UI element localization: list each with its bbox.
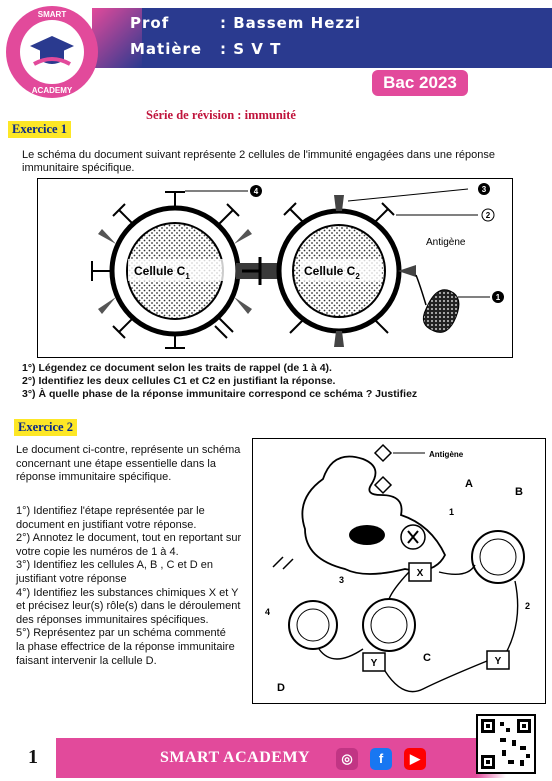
substance-x: X bbox=[417, 568, 424, 579]
logo-inner bbox=[20, 20, 84, 84]
ex2-q2-a: 2°) Annotez le document, tout en reporta… bbox=[16, 532, 242, 545]
ex2-q4-b: et précisez leur(s) rôle(s) dans le déro… bbox=[16, 600, 241, 613]
ex2-intro-line-3: réponse immunitaire spécifique. bbox=[16, 471, 172, 483]
youtube-icon[interactable]: ▶ bbox=[404, 748, 426, 770]
ex2-q5-b: la phase effectrice de la réponse immuni… bbox=[16, 640, 235, 653]
ex2-intro-line-1: Le document ci-contre, représente un sch… bbox=[16, 444, 241, 456]
antigen-blob bbox=[415, 274, 460, 333]
callout-1: 1 bbox=[496, 293, 501, 302]
antigen-markers bbox=[272, 443, 393, 570]
exercice-2-label: Exercice 2 bbox=[14, 419, 77, 436]
ex2-q2-b: votre copie les numéros de 1 à 4. bbox=[16, 545, 179, 558]
cell1-label: Cellule C bbox=[134, 264, 186, 278]
page-number: 1 bbox=[28, 746, 38, 768]
antigene-label: Antigène bbox=[426, 237, 466, 248]
logo-text-top: SMART bbox=[37, 10, 67, 19]
substance-y1: Y bbox=[371, 658, 378, 669]
graduation-cap-icon bbox=[30, 36, 74, 66]
exercice-2-figure: Antigène X Y Y bbox=[252, 438, 546, 704]
footer-brand: SMART ACADEMY bbox=[160, 749, 311, 766]
cell-c1: Cellule C1 bbox=[91, 191, 252, 349]
bac-badge: Bac 2023 bbox=[372, 70, 468, 96]
exercice-2-intro: Le document ci-contre, représente un sch… bbox=[16, 444, 250, 485]
ex1-question-1: 1°) Légendez ce document selon les trait… bbox=[22, 362, 332, 374]
ex2-q4-c: des réponses immunitaires spécifiques. bbox=[16, 613, 209, 626]
qr-code-icon[interactable] bbox=[476, 714, 536, 774]
ex2-q5-a: 5°) Représentez par un schéma commenté bbox=[16, 627, 226, 640]
cell-a bbox=[301, 455, 446, 575]
prof-line: Prof : Bassem Hezzi bbox=[130, 14, 361, 32]
cell2-label: Cellule C bbox=[304, 264, 356, 278]
page-header: Prof : Bassem Hezzi Matière : S V T SMART … bbox=[0, 0, 552, 98]
label-c: C bbox=[423, 652, 431, 664]
ex1-question-3: 3°) À quelle phase de la réponse immunit… bbox=[22, 388, 418, 400]
cell1-sub: 1 bbox=[185, 272, 190, 281]
prof-value: : Bassem Hezzi bbox=[220, 14, 361, 32]
exercice-1-intro: Le schéma du document suivant représente… bbox=[22, 149, 495, 174]
facebook-icon[interactable]: f bbox=[370, 748, 392, 770]
header-band bbox=[92, 8, 552, 68]
qr-pattern bbox=[481, 719, 531, 769]
prof-key: Prof bbox=[130, 14, 170, 32]
callout-1-ex2: 1 bbox=[449, 507, 454, 517]
academy-logo: SMART ACADEMY bbox=[6, 6, 98, 98]
callout-2-ex2: 2 bbox=[525, 601, 530, 611]
serie-title: Série de révision : immunité bbox=[146, 108, 296, 122]
cell-d bbox=[288, 600, 338, 650]
matiere-key: Matière bbox=[130, 40, 203, 58]
cell-c bbox=[362, 598, 416, 652]
instagram-icon[interactable]: ◎ bbox=[336, 748, 358, 770]
substance-y2: Y bbox=[495, 656, 502, 667]
immune-response-diagram: Antigène X Y Y bbox=[265, 443, 530, 694]
antigene-label-2: Antigène bbox=[429, 450, 464, 459]
ex2-intro-line-2: concernant une étape essentielle dans la bbox=[16, 457, 216, 470]
ex2-q4-a: 4°) Identifiez les substances chimiques … bbox=[16, 586, 239, 599]
ex2-q5-c: faisant intervenir la cellule D. bbox=[16, 654, 157, 667]
label-a: A bbox=[465, 478, 473, 490]
matiere-line: Matière : S V T bbox=[130, 40, 281, 58]
exercice-1-figure: Cellule C1 bbox=[37, 178, 513, 358]
exercice-1-label: Exercice 1 bbox=[8, 121, 71, 138]
ex2-q3-b: justifiant votre réponse bbox=[16, 572, 127, 585]
ex1-question-2: 2°) Identifiez les deux cellules C1 et C… bbox=[22, 375, 336, 387]
logo-text-bottom: ACADEMY bbox=[31, 86, 73, 95]
callout-4: 4 bbox=[254, 187, 259, 196]
callout-2: 2 bbox=[486, 211, 491, 220]
exercice-2-questions: 1°) Identifiez l'étape représentée par l… bbox=[16, 505, 256, 668]
cell2-sub: 2 bbox=[355, 272, 360, 281]
ex2-q1-b: document en justifiant votre réponse. bbox=[16, 518, 197, 531]
immune-cells-diagram: Cellule C1 bbox=[91, 183, 504, 349]
label-d: D bbox=[277, 682, 285, 694]
callout-4-ex2: 4 bbox=[265, 607, 270, 617]
cell-c2: Cellule C2 bbox=[276, 195, 416, 347]
svg-text:Cellule C2: Cellule C2 bbox=[304, 264, 360, 281]
page-footer: 1 SMART ACADEMY ◎ f ▶ bbox=[0, 738, 552, 781]
flow-arrows bbox=[318, 564, 519, 693]
callout-3: 3 bbox=[482, 185, 487, 194]
callout-3-ex2: 3 bbox=[339, 575, 344, 585]
ex2-q1-a: 1°) Identifiez l'étape représentée par l… bbox=[16, 505, 205, 517]
svg-text:Cellule C1: Cellule C1 bbox=[134, 264, 190, 281]
matiere-value: : S V T bbox=[220, 40, 282, 58]
ex2-q3-a: 3°) Identifiez les cellules A, B , C et … bbox=[16, 559, 213, 572]
cell-b bbox=[471, 530, 525, 584]
label-b: B bbox=[515, 486, 523, 498]
callout-lines bbox=[185, 188, 490, 298]
